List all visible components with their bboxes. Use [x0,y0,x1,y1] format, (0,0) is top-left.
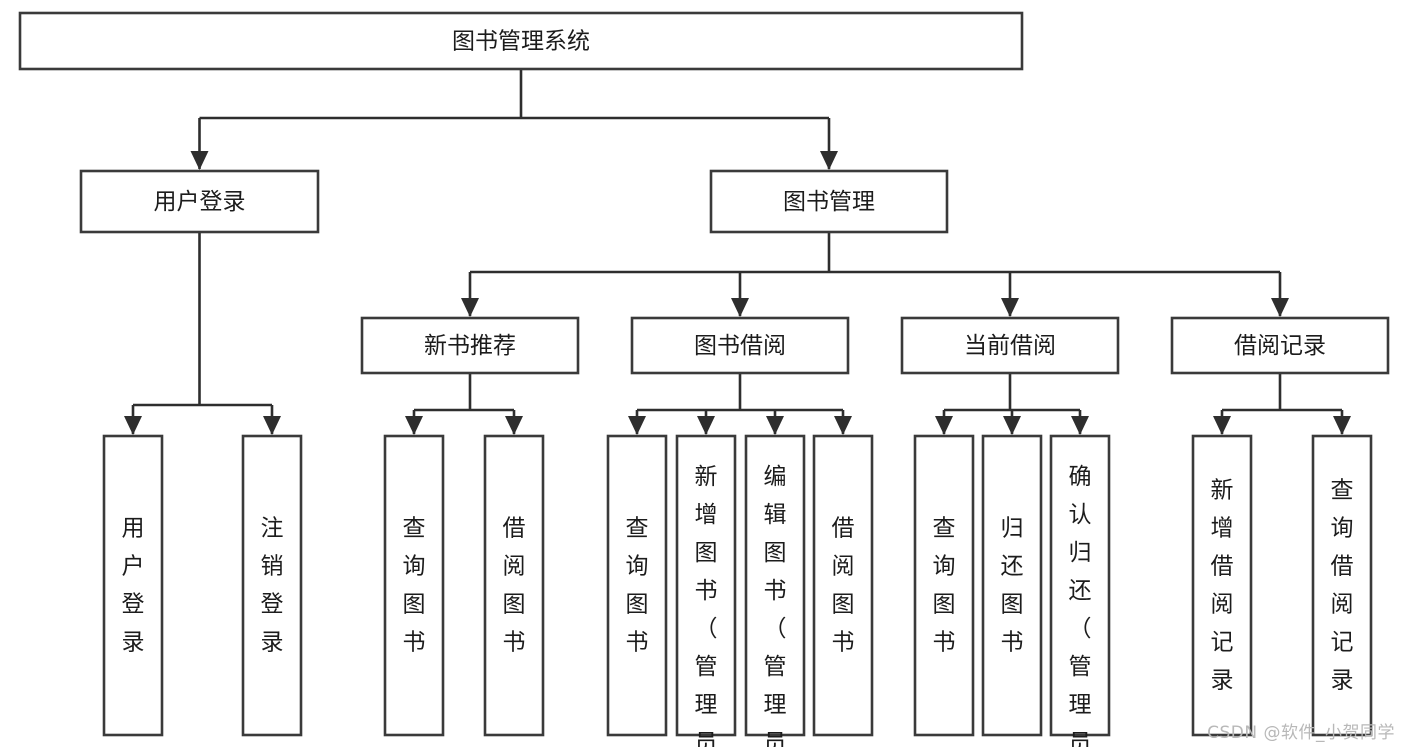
node-box [241,434,303,737]
node-label: 图书借阅 [694,333,786,359]
node-box [79,169,320,234]
arrow-head-icon [766,416,784,435]
arrow-head-icon [461,298,479,317]
node-book-borrow[interactable]: 图书借阅 [630,316,850,375]
node-label: 图书管理 [783,189,875,215]
arrow-head-icon [505,416,523,435]
arrow-head-icon [1271,298,1289,317]
node-label: 新书推荐 [424,333,516,359]
node-current-borrow[interactable]: 当前借阅 [900,316,1120,375]
node-label: 归还图书 [1001,515,1024,655]
arrow-head-icon [124,416,142,435]
node-label: 编辑图书（管理员） [764,464,787,747]
node-box [981,434,1043,737]
node-box [1049,434,1111,737]
node-label: 当前借阅 [964,333,1056,359]
node-leaf-borrow-book[interactable]: 借阅图书 [812,434,874,737]
node-user-login[interactable]: 用户登录 [79,169,320,234]
node-box [606,434,668,737]
node-leaf-add-borrow-record[interactable]: 新增借阅记录 [1191,434,1253,737]
node-label: 查询借阅记录 [1331,477,1354,693]
arrow-head-icon [834,416,852,435]
node-leaf-query-book-current[interactable]: 查询图书 [913,434,975,737]
node-label: 借阅图书 [832,515,855,655]
node-label: 用户登录 [154,189,246,215]
node-box [675,434,737,737]
node-label: 查询图书 [933,515,956,655]
node-leaf-user-login[interactable]: 用户登录 [102,434,164,737]
node-leaf-confirm-return-admin[interactable]: 确认归还（管理员） [1049,434,1111,747]
node-leaf-edit-book-admin[interactable]: 编辑图书（管理员） [744,434,806,747]
node-label: 查询图书 [403,515,426,655]
node-box [900,316,1120,375]
node-box [812,434,874,737]
arrow-head-icon [628,416,646,435]
arrow-head-icon [405,416,423,435]
node-leaf-query-book-borrow[interactable]: 查询图书 [606,434,668,737]
arrow-head-icon [1071,416,1089,435]
node-box [360,316,580,375]
node-box [709,169,949,234]
node-leaf-logout[interactable]: 注销登录 [241,434,303,737]
arrow-head-icon [190,151,209,170]
node-leaf-borrow-book-recommend[interactable]: 借阅图书 [483,434,545,737]
arrow-head-icon [1003,416,1021,435]
node-label: 新增图书（管理员） [695,464,718,747]
node-leaf-add-book-admin[interactable]: 新增图书（管理员） [675,434,737,747]
arrow-head-icon [697,416,715,435]
node-label: 用户登录 [122,515,145,655]
node-box [1311,434,1373,737]
node-leaf-query-book-recommend[interactable]: 查询图书 [383,434,445,737]
node-box [744,434,806,737]
arrow-head-icon [1213,416,1231,435]
arrow-head-icon [935,416,953,435]
node-box [102,434,164,737]
node-label: 注销登录 [261,515,284,655]
node-book-management[interactable]: 图书管理 [709,169,949,234]
node-label: 图书管理系统 [452,29,590,55]
watermark: CSDN @软件_小贺同学 [1207,723,1395,743]
node-label: 确认归还（管理员） [1069,464,1092,747]
node-box [913,434,975,737]
node-borrow-record[interactable]: 借阅记录 [1170,316,1390,375]
arrow-head-icon [263,416,281,435]
node-label: 新增借阅记录 [1211,477,1234,693]
node-label: 借阅记录 [1234,333,1326,359]
node-leaf-query-borrow-record[interactable]: 查询借阅记录 [1311,434,1373,737]
nodes-layer: 图书管理系统用户登录图书管理新书推荐图书借阅当前借阅借阅记录用户登录注销登录查询… [18,11,1390,747]
node-box [1191,434,1253,737]
arrow-head-icon [1001,298,1019,317]
node-box [483,434,545,737]
node-box [630,316,850,375]
node-new-book-recommend[interactable]: 新书推荐 [360,316,580,375]
node-box [18,11,1024,71]
node-label: 借阅图书 [503,515,526,655]
arrow-head-icon [1333,416,1351,435]
arrow-head-icon [731,298,749,317]
node-leaf-return-book[interactable]: 归还图书 [981,434,1043,737]
node-root[interactable]: 图书管理系统 [18,11,1024,71]
connectors-layer [124,69,1351,435]
node-box [1170,316,1390,375]
node-box [383,434,445,737]
node-label: 查询图书 [626,515,649,655]
arrow-head-icon [820,151,838,170]
